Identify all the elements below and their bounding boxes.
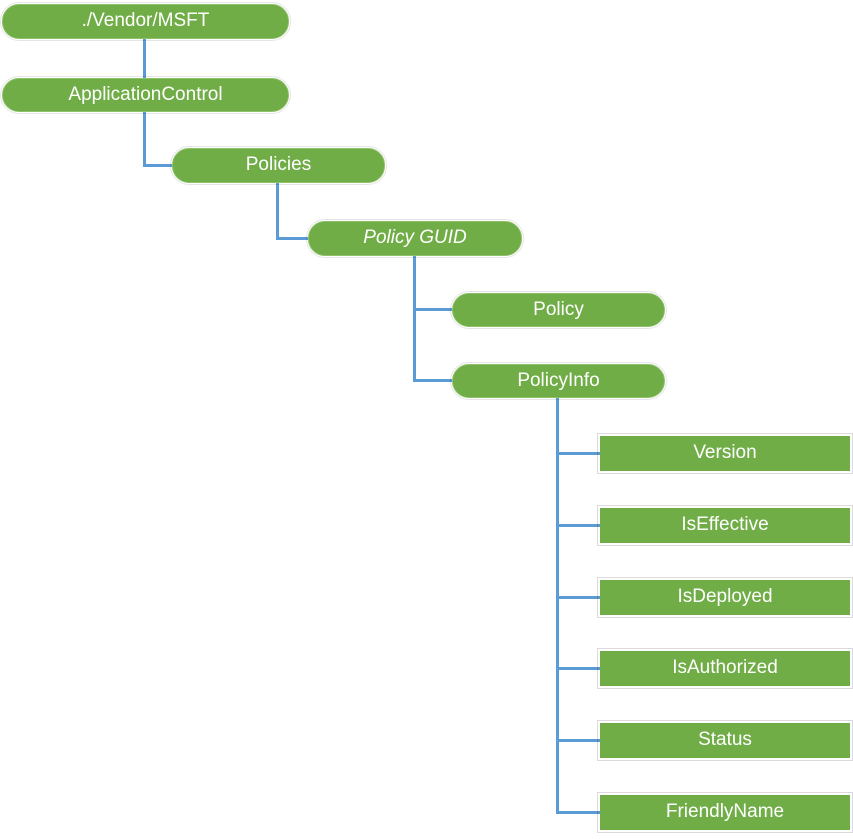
node-is-effective-label: IsEffective (681, 514, 769, 535)
node-is-authorized-label: IsAuthorized (672, 657, 778, 678)
node-application-control-label: ApplicationControl (68, 83, 223, 105)
connector-policy-info-trunk (556, 398, 559, 814)
node-is-effective: IsEffective (597, 505, 853, 546)
node-version-label: Version (693, 442, 757, 463)
node-policy-guid-label: Policy GUID (363, 227, 467, 248)
node-friendly-name: FriendlyName (597, 792, 853, 833)
node-policy: Policy (450, 291, 667, 329)
connector-branch-is-deployed (556, 596, 600, 599)
connector-policy-guid-trunk (413, 256, 416, 382)
node-version: Version (597, 433, 853, 474)
node-friendly-name-label: FriendlyName (665, 801, 785, 822)
node-policy-label: Policy (533, 298, 584, 320)
connector-branch-status (556, 739, 600, 742)
node-vendor-msft: ./Vendor/MSFT (0, 2, 291, 41)
connector-policies-trunk (276, 183, 279, 240)
connector-branch-is-effective (556, 524, 600, 527)
node-policy-info-label: PolicyInfo (517, 369, 600, 391)
connector-branch-policy-info (413, 379, 452, 382)
connector-vendor-to-applicationcontrol (143, 38, 146, 79)
node-policy-guid: Policy GUID (306, 219, 524, 258)
node-policy-info: PolicyInfo (450, 362, 667, 400)
connector-applicationcontrol-trunk (143, 111, 146, 167)
node-status-label: Status (698, 729, 752, 750)
node-vendor-msft-label: ./Vendor/MSFT (81, 10, 210, 31)
node-is-deployed: IsDeployed (597, 577, 853, 618)
connector-branch-version (556, 452, 600, 455)
connector-branch-policies (143, 164, 172, 167)
node-is-deployed-label: IsDeployed (677, 586, 773, 607)
connector-branch-friendly-name (556, 811, 600, 814)
node-status: Status (597, 720, 853, 761)
connector-branch-policy-guid (276, 237, 308, 240)
node-is-authorized: IsAuthorized (597, 648, 853, 689)
connector-branch-is-authorized (556, 667, 600, 670)
node-application-control: ApplicationControl (0, 76, 291, 114)
node-policies: Policies (170, 146, 387, 185)
node-policies-label: Policies (245, 154, 312, 175)
connector-branch-policy (413, 308, 452, 311)
